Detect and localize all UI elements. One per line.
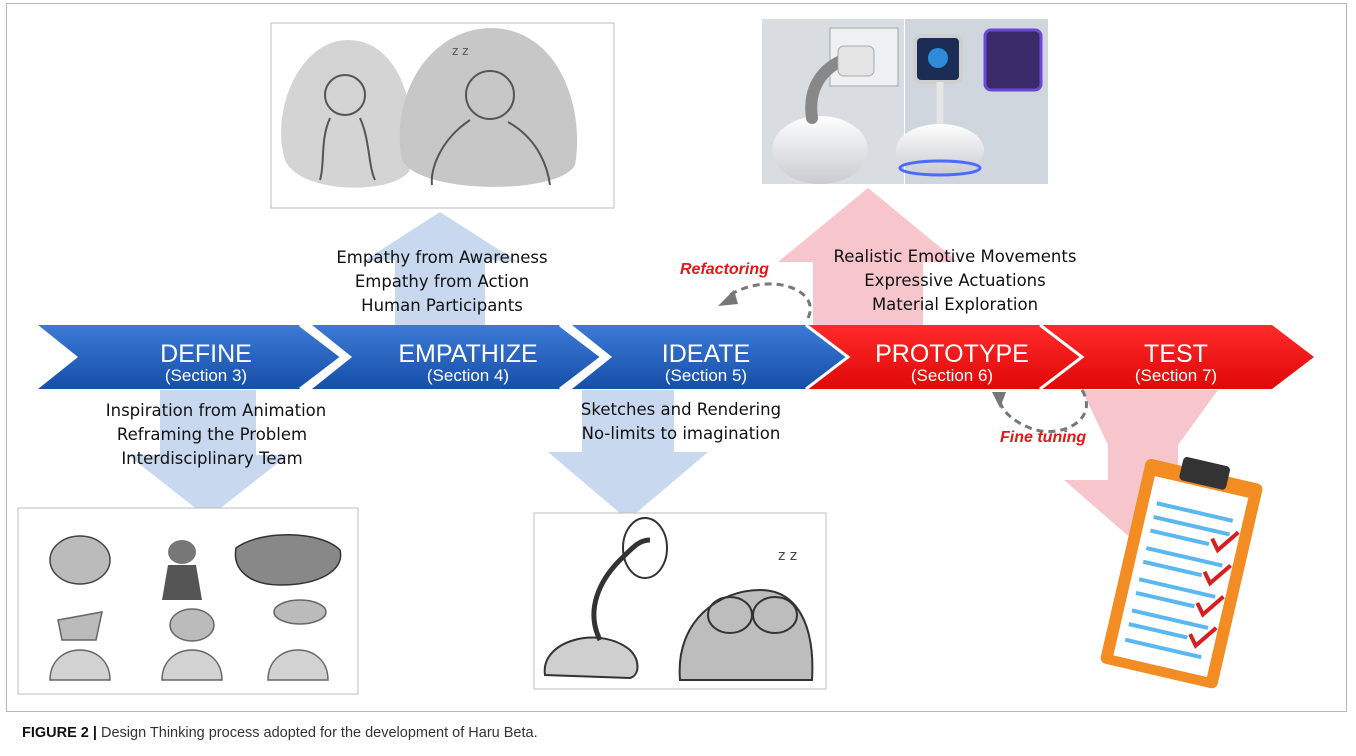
stage-ideate-chevron (572, 325, 848, 389)
stage-prototype-chevron (806, 325, 1082, 389)
stage-empathize-chevron (312, 325, 602, 389)
prototype-note-3: Material Exploration (872, 295, 1038, 314)
figure-caption: FIGURE 2 | Design Thinking process adopt… (22, 725, 538, 741)
ideate-note-2: No-limits to imagination (582, 424, 781, 443)
stage-prototype-section: (Section 6) (911, 366, 993, 385)
define-down-arrow (128, 390, 288, 518)
empathize-sketch-image: z z (270, 22, 615, 209)
chevron-separator (299, 323, 345, 391)
chevron-separator (805, 323, 851, 391)
prototype-note-1: Realistic Emotive Movements (834, 247, 1077, 266)
loop-arrowhead-icon (992, 392, 1006, 408)
stage-test-section: (Section 7) (1135, 366, 1217, 385)
prototype-photo-2 (896, 19, 1048, 184)
empathize-note-1: Empathy from Awareness (336, 248, 547, 267)
refactoring-loop (718, 282, 812, 319)
stage-ideate-name: IDEATE (662, 340, 750, 368)
stage-test-chevron (1040, 325, 1314, 389)
fine-tuning-label: Fine tuning (1000, 429, 1086, 446)
stage-define-section: (Section 3) (165, 366, 247, 385)
stage-ideate-section: (Section 5) (665, 366, 747, 385)
stage-define-name: DEFINE (160, 340, 252, 368)
empathize-note-2: Empathy from Action (355, 272, 529, 291)
stage-empathize-name: EMPATHIZE (398, 340, 537, 368)
ideate-sketch-image: z z (533, 512, 827, 690)
prototype-photo-1 (762, 19, 904, 184)
define-sketch-image (17, 507, 359, 695)
empathize-note-3: Human Participants (361, 296, 523, 315)
design-thinking-diagram: DEFINE (Section 3) EMPATHIZE (Section 4)… (17, 19, 1314, 695)
stage-empathize-section: (Section 4) (427, 366, 509, 385)
define-note-2: Reframing the Problem (117, 425, 307, 444)
prototype-note-2: Expressive Actuations (864, 271, 1045, 290)
refactoring-label: Refactoring (680, 261, 769, 278)
stage-define-chevron (38, 325, 342, 389)
figure-frame (6, 3, 1347, 712)
loop-arrowhead-icon (718, 290, 738, 306)
prototype-up-arrow (778, 188, 958, 325)
empathize-up-arrow (362, 212, 518, 325)
stage-test-name: TEST (1144, 340, 1208, 368)
figure-caption-label: FIGURE 2 | (22, 725, 97, 741)
chevron-separator (1039, 323, 1085, 391)
ideate-down-arrow (548, 390, 708, 520)
svg-text:z z: z z (452, 44, 468, 58)
figure-caption-text: Design Thinking process adopted for the … (96, 725, 538, 741)
clipboard-icon (1100, 456, 1263, 689)
stage-prototype-name: PROTOTYPE (875, 340, 1029, 368)
fine-tuning-loop (992, 389, 1088, 434)
define-note-1: Inspiration from Animation (106, 401, 327, 420)
ideate-note-1: Sketches and Rendering (581, 400, 781, 419)
define-note-3: Interdisciplinary Team (121, 449, 302, 468)
svg-text:z z: z z (778, 548, 797, 564)
chevron-separator (559, 323, 605, 391)
